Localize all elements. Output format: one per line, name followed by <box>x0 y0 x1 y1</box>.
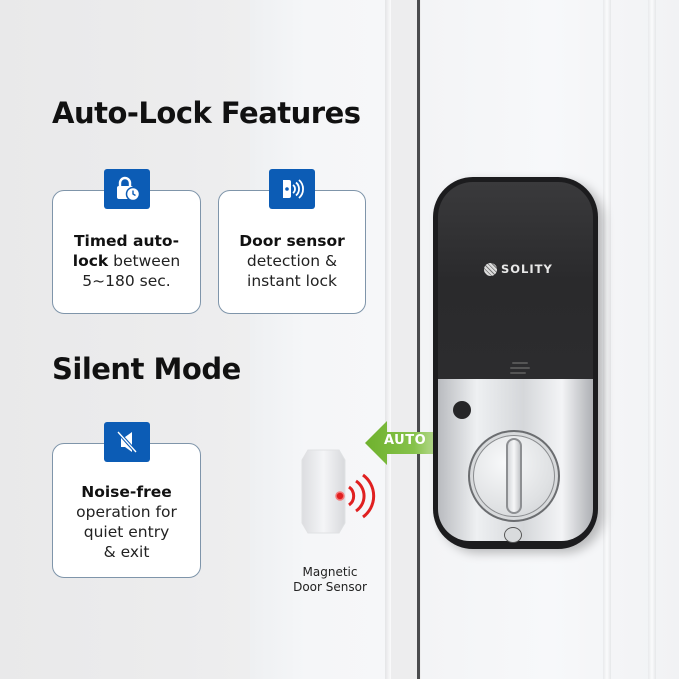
brand-logo-icon <box>484 262 497 276</box>
smart-lock: SOLITY <box>433 177 598 549</box>
lock-clock-icon <box>103 169 150 209</box>
magnetic-door-sensor <box>300 448 347 535</box>
feature-card-noise-free: Noise-free operation for quiet entry & e… <box>52 422 201 578</box>
sensor-caption-line: Magnetic <box>302 565 358 579</box>
section-title-silent-mode: Silent Mode <box>52 352 241 386</box>
lock-metal-plate <box>438 379 593 543</box>
auto-label: AUTO <box>384 433 427 448</box>
door-panel-edge <box>648 0 656 679</box>
thumbturn-handle <box>506 438 522 514</box>
door-panel-edge <box>603 0 611 679</box>
auto-arrow: AUTO <box>365 418 435 472</box>
sensor-caption: Magnetic Door Sensor <box>270 565 390 595</box>
card-text: between <box>108 252 181 270</box>
card-heading-cont: lock <box>72 252 109 270</box>
card-text: quiet entry <box>83 523 170 541</box>
lock-face: SOLITY <box>438 182 593 379</box>
section-title-auto-lock: Auto-Lock Features <box>52 96 361 130</box>
signal-waves-icon <box>335 473 376 519</box>
card-text: operation for <box>76 503 177 521</box>
brand-mark: SOLITY <box>484 262 553 276</box>
door-sensor-signal-icon <box>269 169 315 209</box>
brand-name: SOLITY <box>501 262 553 276</box>
screw <box>504 527 522 543</box>
card-text: 5~180 sec. <box>82 272 171 290</box>
door-frame-trim <box>385 0 391 679</box>
card-heading: Door sensor <box>239 232 345 250</box>
arrow-left-icon <box>365 421 435 465</box>
card-text: & exit <box>103 543 150 561</box>
background-wall <box>250 0 390 679</box>
card-heading: Timed auto- <box>73 232 180 250</box>
card-text: instant lock <box>247 272 337 290</box>
speaker-muted-icon <box>103 422 150 462</box>
door-gap-line <box>417 0 420 679</box>
feature-card-door-sensor: Door sensor detection & instant lock <box>218 169 366 314</box>
sensor-caption-line: Door Sensor <box>293 580 367 594</box>
card-text: detection & <box>246 252 338 270</box>
thumbturn <box>468 430 560 522</box>
card-heading: Noise-free <box>81 483 172 501</box>
feature-card-timed-auto-lock: Timed auto- lock between 5~180 sec. <box>52 169 201 314</box>
sensor-dot <box>453 401 471 419</box>
speaker-grille <box>510 362 530 377</box>
